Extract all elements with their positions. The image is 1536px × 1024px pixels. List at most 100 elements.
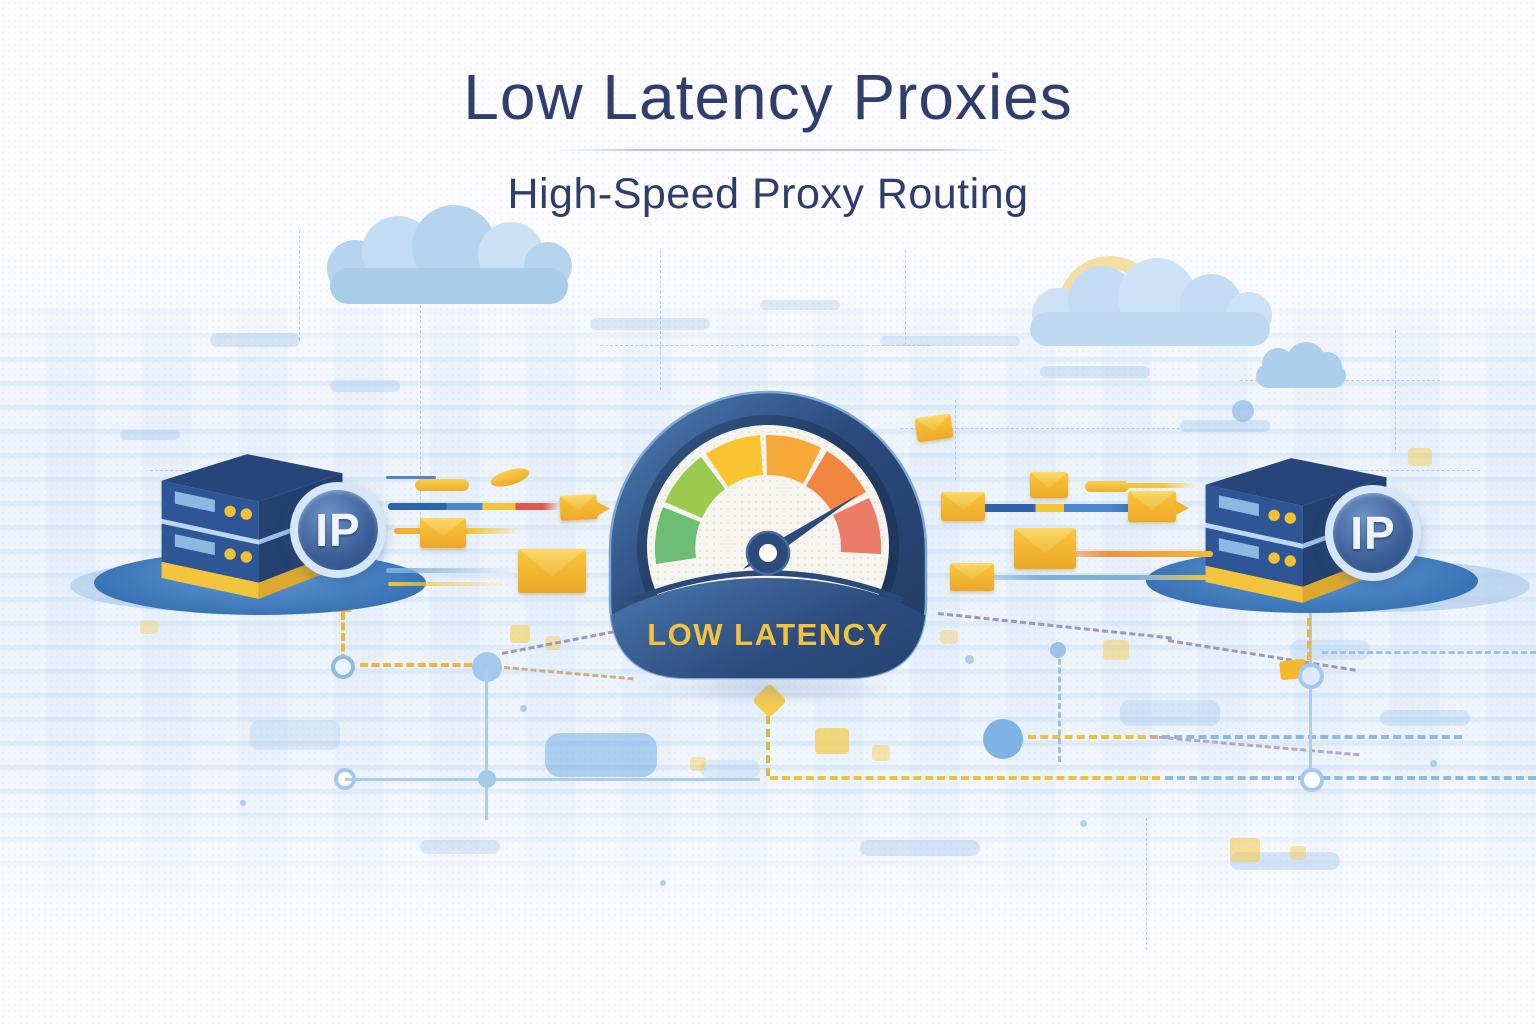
- bg-square: [940, 630, 958, 644]
- connector-line: [1309, 606, 1312, 778]
- bg-capsule: [330, 380, 400, 392]
- bg-dot: [1232, 400, 1254, 422]
- network-node: [1050, 642, 1066, 658]
- network-node: [983, 719, 1023, 759]
- page-subtitle: High-Speed Proxy Routing: [507, 170, 1029, 218]
- bg-capsule: [210, 333, 300, 347]
- dashed-line: [1162, 735, 1462, 739]
- bg-square: [815, 728, 849, 754]
- envelope-icon: [1030, 472, 1068, 498]
- ip-badge-right: IP: [1325, 485, 1421, 581]
- envelope-icon: [420, 518, 466, 548]
- dashed-line: [1165, 776, 1536, 780]
- network-node: [478, 770, 496, 788]
- connector-line: [485, 668, 488, 820]
- grid-line: [900, 428, 1180, 429]
- grid-line: [905, 250, 906, 345]
- cloud: [330, 268, 568, 304]
- grid-line: [299, 230, 300, 340]
- bg-square: [140, 620, 158, 634]
- grid-line: [660, 250, 661, 390]
- network-node: [1300, 768, 1324, 792]
- gauge-segment-yellowgreen: [665, 457, 725, 518]
- cloud-small: [1256, 364, 1346, 388]
- bg-dot: [965, 655, 974, 664]
- bg-dot: [1080, 820, 1087, 827]
- speed-line: [950, 504, 1140, 512]
- dashed-line: [360, 663, 472, 667]
- bg-dot: [660, 880, 666, 886]
- ip-badge-left: IP: [290, 482, 386, 578]
- bg-capsule: [880, 336, 1020, 346]
- bg-capsule: [120, 430, 180, 440]
- ip-badge-left-label: IP: [315, 504, 361, 556]
- envelope-icon: [941, 492, 985, 521]
- bg-square: [510, 625, 530, 643]
- bg-square: [545, 636, 561, 650]
- speed-line: [1078, 483, 1198, 488]
- bg-square: [872, 745, 890, 761]
- bg-capsule: [590, 318, 710, 330]
- speed-pill: [415, 479, 469, 491]
- ip-badge-right-label: IP: [1350, 507, 1396, 559]
- gauge-segment-yellow: [706, 435, 763, 487]
- grid-line: [955, 400, 956, 480]
- bg-capsule: [420, 840, 500, 854]
- bg-square: [1103, 640, 1129, 660]
- gauge-hub-center: [759, 544, 777, 562]
- bg-dot: [240, 800, 246, 806]
- network-node: [1298, 663, 1324, 689]
- envelope-icon: [1014, 528, 1076, 569]
- speed-line: [962, 575, 1212, 580]
- speed-line: [1038, 551, 1213, 557]
- bg-square: [1290, 846, 1306, 860]
- bg-capsule: [545, 733, 657, 777]
- envelope-icon: [1128, 491, 1189, 522]
- speed-line: [388, 582, 514, 586]
- connector-line: [345, 778, 760, 781]
- cloud: [1030, 312, 1270, 346]
- bg-capsule: [760, 300, 840, 310]
- gauge-segment-red: [833, 498, 882, 554]
- gauge-segment-amber: [766, 434, 821, 484]
- title-divider: [558, 149, 1010, 151]
- speed-line: [386, 568, 518, 573]
- speed-line: [388, 503, 560, 510]
- gauge-segment-green: [654, 507, 700, 564]
- bg-capsule: [250, 720, 340, 750]
- bg-square: [1230, 838, 1260, 862]
- bg-square: [690, 757, 706, 771]
- grid-line: [1320, 470, 1480, 471]
- latency-gauge: LOW LATENCY: [608, 390, 928, 680]
- gauge-segment-orange: [806, 451, 866, 512]
- grid-line: [600, 345, 930, 346]
- bg-square: [1408, 448, 1432, 466]
- grid-line: [1146, 818, 1147, 950]
- dashed-line: [770, 776, 1160, 780]
- bg-capsule: [700, 760, 760, 778]
- grid-line: [1395, 330, 1396, 450]
- network-node: [331, 655, 355, 679]
- bg-capsule: [1380, 710, 1470, 726]
- bg-dot: [520, 705, 527, 712]
- bg-capsule: [1120, 700, 1220, 726]
- bg-capsule: [860, 840, 980, 856]
- envelope-icon: [950, 563, 994, 591]
- dashed-line: [1028, 735, 1158, 739]
- bg-capsule: [1180, 420, 1270, 432]
- gauge-band: [610, 578, 926, 678]
- speed-pill: [1085, 481, 1129, 492]
- envelope-icon: [518, 549, 586, 593]
- dashed-line: [1307, 618, 1311, 660]
- bg-capsule: [1040, 366, 1150, 378]
- speed-line: [386, 476, 436, 479]
- dashed-line: [1058, 650, 1061, 762]
- gauge-label: LOW LATENCY: [647, 617, 889, 652]
- bg-dot: [1430, 760, 1437, 767]
- grid-line: [420, 300, 421, 540]
- dashed-line: [341, 612, 345, 662]
- dashed-line: [1322, 651, 1536, 654]
